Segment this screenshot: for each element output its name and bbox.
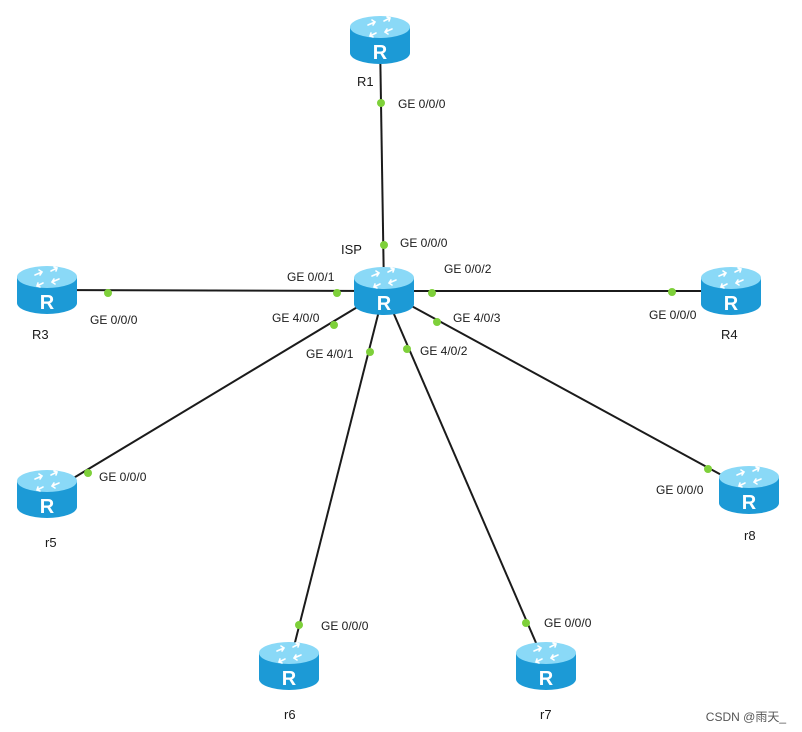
router-name-r5: r5 [45,535,57,550]
router-r4[interactable]: R4 [700,266,762,342]
links-layer [46,39,750,667]
port-label-r7: GE 0/0/0 [544,616,592,630]
port-label-isp-to-r5: GE 4/0/0 [272,311,320,325]
port-dot-r7 [522,619,530,627]
port-dot-r1 [377,99,385,107]
port-label-r1: GE 0/0/0 [398,97,446,111]
port-dot-r8 [704,465,712,473]
router-name-r8: r8 [744,528,756,543]
port-dot-isp-to-r5 [330,321,338,329]
port-label-isp-to-r7: GE 4/0/2 [420,344,468,358]
port-labels-layer: GE 0/0/0 GE 0/0/0 GE 0/0/1 GE 0/0/0 GE 0/0/2… [90,97,704,633]
router-icon[interactable] [16,265,78,315]
port-label-r3: GE 0/0/0 [90,313,138,327]
port-dot-r4 [668,288,676,296]
link-isp-r1[interactable] [379,39,385,292]
router-name-isp: ISP [341,242,362,257]
port-dot-r5 [84,469,92,477]
port-label-r5: GE 0/0/0 [99,470,147,484]
router-name-r1: R1 [357,74,374,89]
port-label-r4: GE 0/0/0 [649,308,697,322]
router-r8[interactable]: r8 [718,465,780,543]
port-label-r8: GE 0/0/0 [656,483,704,497]
port-dot-r6 [295,621,303,629]
port-label-isp-to-r6: GE 4/0/1 [306,347,354,361]
link-isp-r5[interactable] [46,290,385,495]
router-r3[interactable]: R3 [16,265,78,342]
port-dot-isp-to-r7 [403,345,411,353]
port-label-isp-to-r8: GE 4/0/3 [453,311,501,325]
router-name-r3: R3 [32,327,49,342]
port-dot-isp-to-r6 [366,348,374,356]
port-dot-isp-to-r8 [433,318,441,326]
router-icon[interactable] [718,465,780,515]
router-r5[interactable]: r5 [16,469,78,550]
router-icon[interactable] [349,15,411,65]
router-icon[interactable] [258,641,320,691]
router-name-r7: r7 [540,707,552,722]
router-r6[interactable]: r6 [258,641,320,722]
port-dot-isp-to-r3 [333,289,341,297]
link-isp-r8[interactable] [383,290,750,491]
router-name-r6: r6 [284,707,296,722]
port-label-isp-to-r4: GE 0/0/2 [444,262,492,276]
link-isp-r7[interactable] [383,290,547,667]
router-r7[interactable]: r7 [515,641,577,722]
port-dot-isp-to-r4 [428,289,436,297]
router-icon[interactable] [700,266,762,316]
port-label-isp-to-r3: GE 0/0/1 [287,270,335,284]
router-isp[interactable]: ISP [341,242,415,316]
port-dot-r3 [104,289,112,297]
link-isp-r3[interactable] [46,289,385,292]
watermark: CSDN @雨天_ [706,710,787,724]
router-name-r4: R4 [721,327,738,342]
router-icon[interactable] [353,266,415,316]
port-dots-layer [84,99,712,629]
port-label-r6: GE 0/0/0 [321,619,369,633]
router-icon[interactable] [515,641,577,691]
router-icon[interactable] [16,469,78,519]
router-r1[interactable]: R1 [349,15,411,89]
port-dot-isp-to-r1 [380,241,388,249]
port-label-isp-to-r1: GE 0/0/0 [400,236,448,250]
